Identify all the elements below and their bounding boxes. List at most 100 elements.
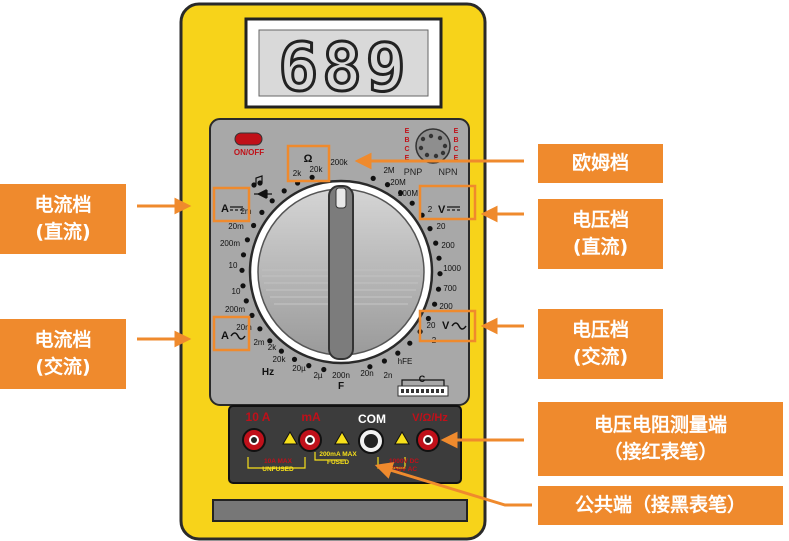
dial-label-ohm-2M: 2M	[383, 166, 394, 175]
jack-10a[interactable]	[243, 429, 265, 451]
callout-vohm-port: 电压电阻测量端 （接红表笔）	[538, 402, 783, 476]
warn-200ma-max: 200mA MAX	[319, 451, 357, 458]
jack-ma[interactable]	[299, 429, 321, 451]
dcv-symbol: V	[438, 204, 446, 216]
callout-aca: 电流档 (交流)	[0, 319, 126, 389]
dial-tick-dot	[306, 363, 311, 368]
npn-label: NPN	[438, 167, 457, 177]
dial-label-dcv-1000: 1000	[443, 264, 461, 273]
jack-label-com: COM	[358, 412, 386, 426]
dial-tick-dot	[371, 176, 376, 181]
dial-tick-dot	[251, 223, 256, 228]
lcd-reading: 689	[278, 29, 409, 106]
dial-tick-dot	[292, 357, 297, 362]
hfe-pin-left-2: B	[404, 137, 409, 144]
dial-tick-dot	[244, 298, 249, 303]
callout-acv-line2: (交流)	[573, 344, 628, 371]
callout-dca-line1: 电流档	[34, 192, 91, 219]
jack-label-vohm: V/Ω/Hz	[412, 412, 448, 424]
callout-dcv: 电压档 (直流)	[538, 199, 663, 269]
dial-tick-dot	[240, 283, 245, 288]
callout-aca-line1: 电流档	[34, 327, 91, 354]
dial-tick-dot	[432, 302, 437, 307]
dial-pointer-tip	[336, 188, 346, 208]
dial-label-cap-2u: 2µ	[313, 371, 322, 380]
callout-ohm-line1: 欧姆档	[572, 150, 629, 177]
dial-label-dca-10: 10	[232, 287, 241, 296]
dial-label-acv-20: 20	[427, 321, 436, 330]
jack-label-ma: mA	[301, 410, 321, 424]
dial-tick-dot	[241, 252, 246, 257]
jack-com[interactable]	[359, 429, 383, 453]
dial-tick-dot	[407, 341, 412, 346]
dial-tick-dot	[259, 210, 264, 215]
dial-label-freq-2k: 2k	[268, 343, 277, 352]
callout-ohm: 欧姆档	[538, 144, 663, 183]
ohm-symbol: Ω	[304, 153, 313, 165]
dial-tick-dot	[282, 188, 287, 193]
aca-symbol: A	[221, 330, 229, 342]
warn-10a-max: 10A MAX	[264, 458, 293, 465]
callout-acv-line1: 电压档	[572, 317, 629, 344]
dial-label-ohm-20k: 20k	[310, 165, 324, 174]
pnp-label: PNP	[404, 167, 423, 177]
hfe-pin-right-1: E	[454, 128, 459, 135]
dial-tick-dot	[436, 256, 441, 261]
callout-vohm-line2: （接红表笔）	[603, 439, 717, 466]
dial-label-ohm-2k: 2k	[293, 169, 302, 178]
dial-tick-dot	[239, 268, 244, 273]
dial-label-dca-200m: 200m	[220, 239, 240, 248]
dial-tick-dot	[433, 241, 438, 246]
dial-label-dcv-2: 2	[428, 205, 433, 214]
dial-pointer-bar	[329, 186, 353, 359]
hfe-socket	[416, 129, 450, 163]
hfe-pin-left-3: C	[404, 146, 409, 153]
dial-label-ohm-20M: 20M	[390, 178, 406, 187]
dial-label-dca-20m: 20m	[228, 222, 244, 231]
dial-label-ohm-200k: 200k	[330, 158, 348, 167]
dial-label-dcv-200: 200	[441, 241, 455, 250]
callout-acv: 电压档 (交流)	[538, 309, 663, 379]
dial-label-ohm-200M: 200M	[398, 189, 418, 198]
callout-dcv-line1: 电压档	[572, 207, 629, 234]
dial-tick-dot	[427, 226, 432, 231]
dial-label-cap-20n: 20n	[360, 369, 373, 378]
dial-tick-dot	[382, 358, 387, 363]
warn-unfused: UNFUSED	[262, 466, 294, 473]
dial-label-hfe: hFE	[398, 357, 413, 366]
dial-label-cap-2n: 2n	[384, 371, 393, 380]
hfe-pin-right-3: C	[453, 146, 458, 153]
power-label: ON/OFF	[234, 148, 264, 157]
dial-label-cap-20u: 20µ	[292, 364, 306, 373]
dial-tick-dot	[270, 198, 275, 203]
dca-symbol: A	[221, 203, 229, 215]
dial-tick-dot	[395, 351, 400, 356]
cap-socket-label: C	[419, 374, 426, 384]
power-button[interactable]	[235, 133, 262, 145]
dial-tick-dot	[310, 175, 315, 180]
hz-label: Hz	[262, 367, 274, 378]
dial-label-acv-700: 700	[443, 284, 457, 293]
dial-label-aca-2m: 2m	[253, 338, 264, 347]
warn-fused: FUSED	[327, 459, 349, 466]
dial-label-dca-10-upper: 10	[229, 261, 238, 270]
dial-tick-dot	[257, 326, 262, 331]
callout-com-line1: 公共端（接黑表笔）	[575, 492, 746, 519]
rotary-dial[interactable]	[250, 181, 432, 363]
dial-tick-dot	[245, 237, 250, 242]
dial-tick-dot	[436, 287, 441, 292]
acv-symbol: V	[442, 320, 450, 332]
callout-aca-line2: (交流)	[35, 354, 90, 381]
hfe-pin-right-2: B	[453, 137, 458, 144]
jack-label-10a: 10 A	[246, 410, 271, 424]
callout-com-port: 公共端（接黑表笔）	[538, 486, 783, 525]
dial-label-cap-200n: 200n	[332, 371, 350, 380]
callout-dca-line2: (直流)	[35, 219, 90, 246]
jack-vohm[interactable]	[417, 429, 439, 451]
dial-label-acv-200: 200	[439, 302, 453, 311]
dial-label-aca-200m: 200m	[225, 305, 245, 314]
callout-vohm-line1: 电压电阻测量端	[594, 412, 727, 439]
dial-tick-dot	[279, 349, 284, 354]
dial-label-freq-20k: 20k	[273, 355, 287, 364]
dial-label-dcv-20: 20	[437, 222, 446, 231]
